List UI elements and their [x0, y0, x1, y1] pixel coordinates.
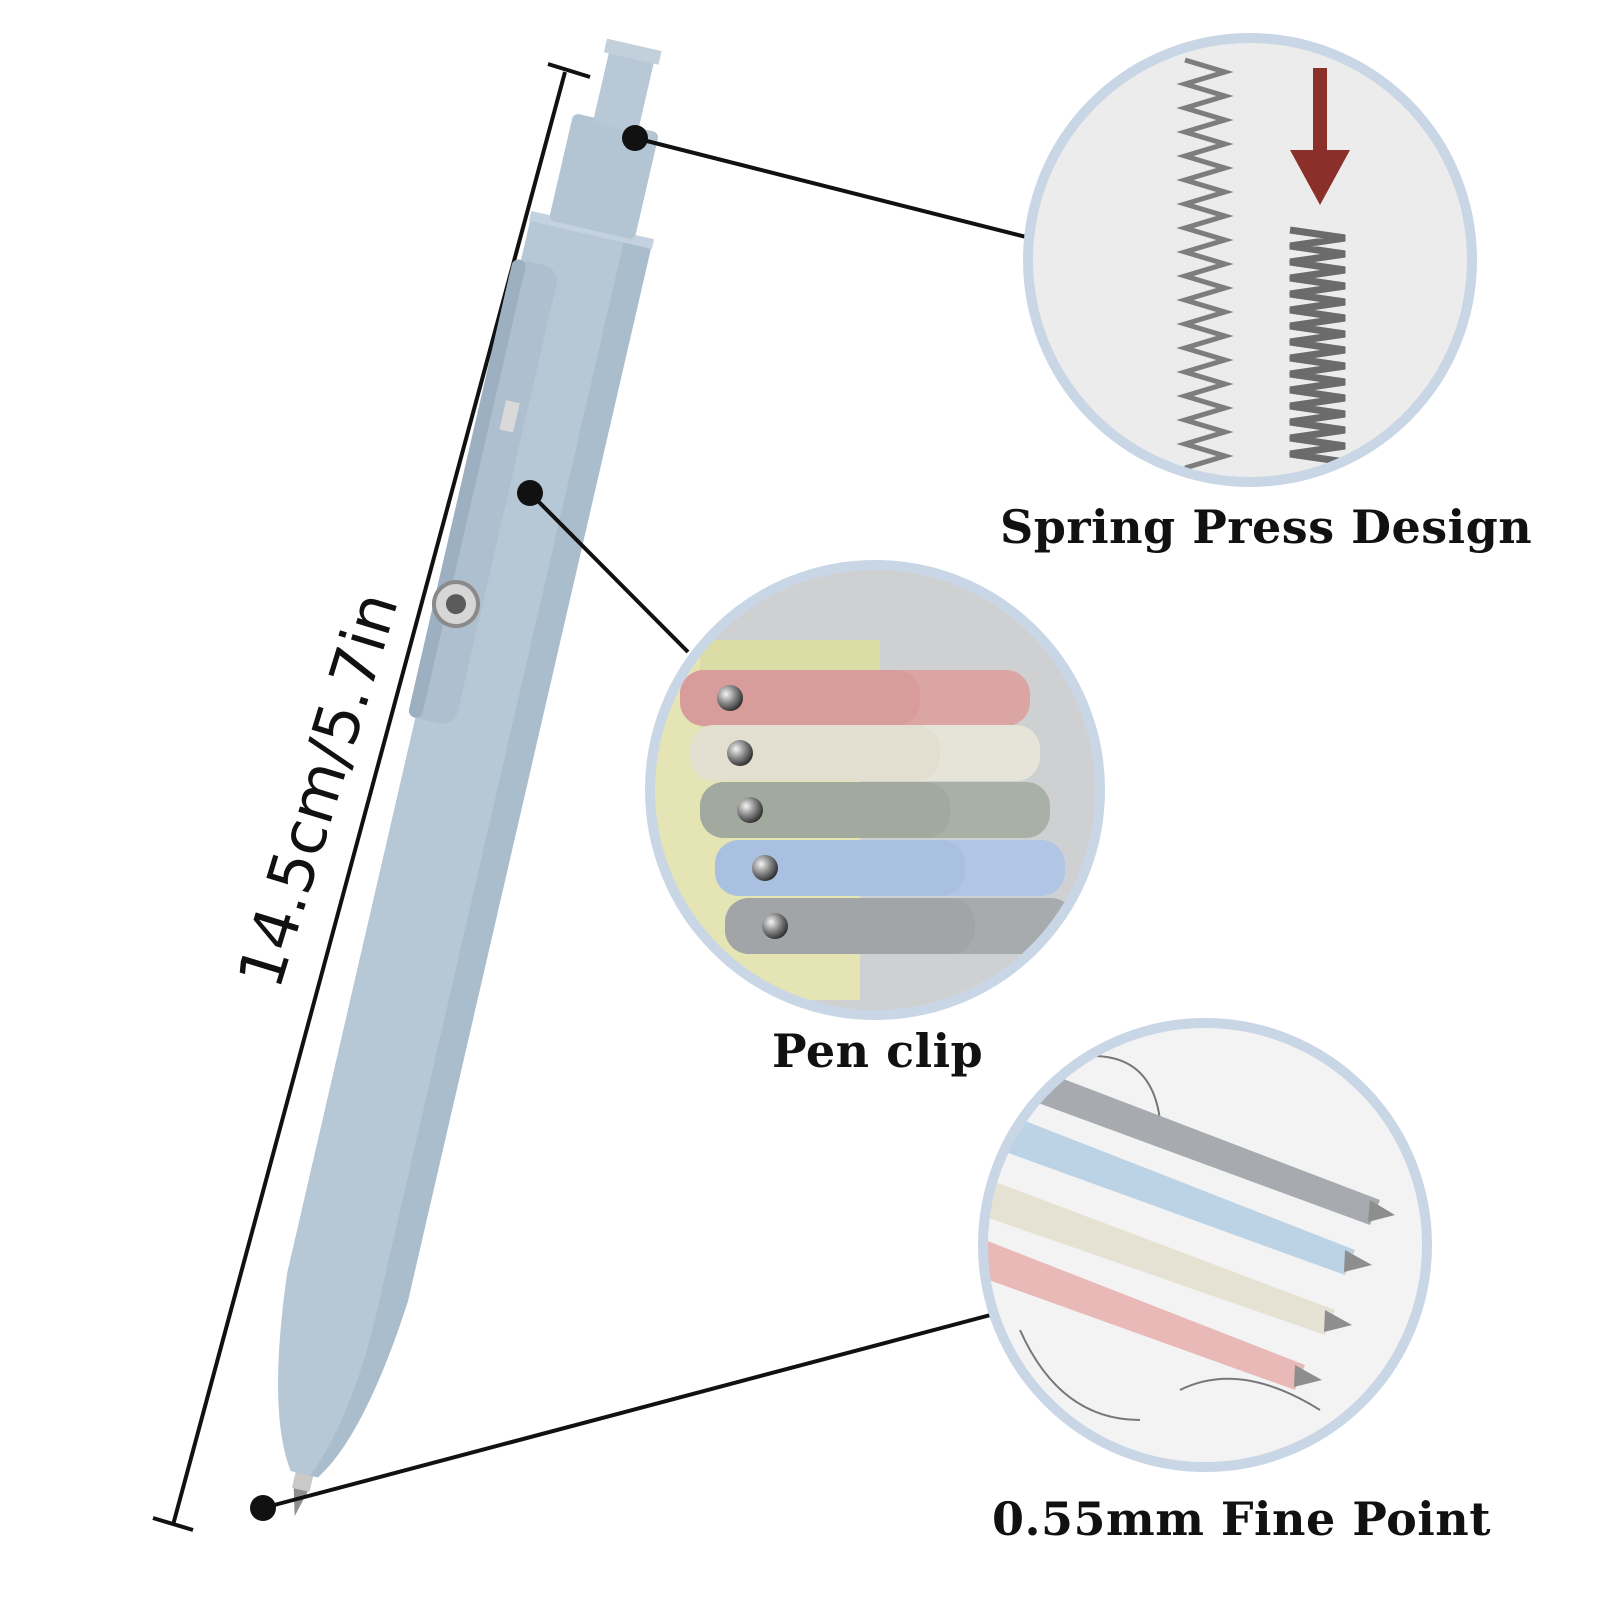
- spring-callout: [1023, 33, 1477, 487]
- down-arrow: [1313, 68, 1327, 156]
- clip-callout: [645, 560, 1105, 1020]
- dimension-line: [152, 62, 591, 1532]
- main-pen: [278, 38, 662, 1517]
- point-callout: [978, 1018, 1432, 1472]
- fine-point-label: 0.55mm Fine Point: [992, 1492, 1491, 1546]
- point-pen-pink: [983, 1240, 1322, 1390]
- clip-pen-pink: [680, 670, 1030, 726]
- clip-pen-gray: [725, 898, 1075, 954]
- point-pen-blue: [1000, 1115, 1372, 1275]
- point-pen-gray: [1030, 1070, 1395, 1225]
- point-pen-cream: [983, 1180, 1352, 1335]
- clip-pen-cream: [690, 725, 1040, 781]
- tip-dot: [250, 1495, 276, 1521]
- callout-lines: [262, 136, 1039, 1510]
- clip-pen-sage: [700, 782, 1050, 838]
- pen-clip-label: Pen clip: [772, 1024, 984, 1078]
- callout-dots: [250, 125, 648, 1521]
- spring-press-label: Spring Press Design: [1000, 500, 1533, 554]
- plunger-dot: [622, 125, 648, 151]
- clip-pen-blue: [715, 840, 1065, 896]
- clip-dot: [517, 480, 543, 506]
